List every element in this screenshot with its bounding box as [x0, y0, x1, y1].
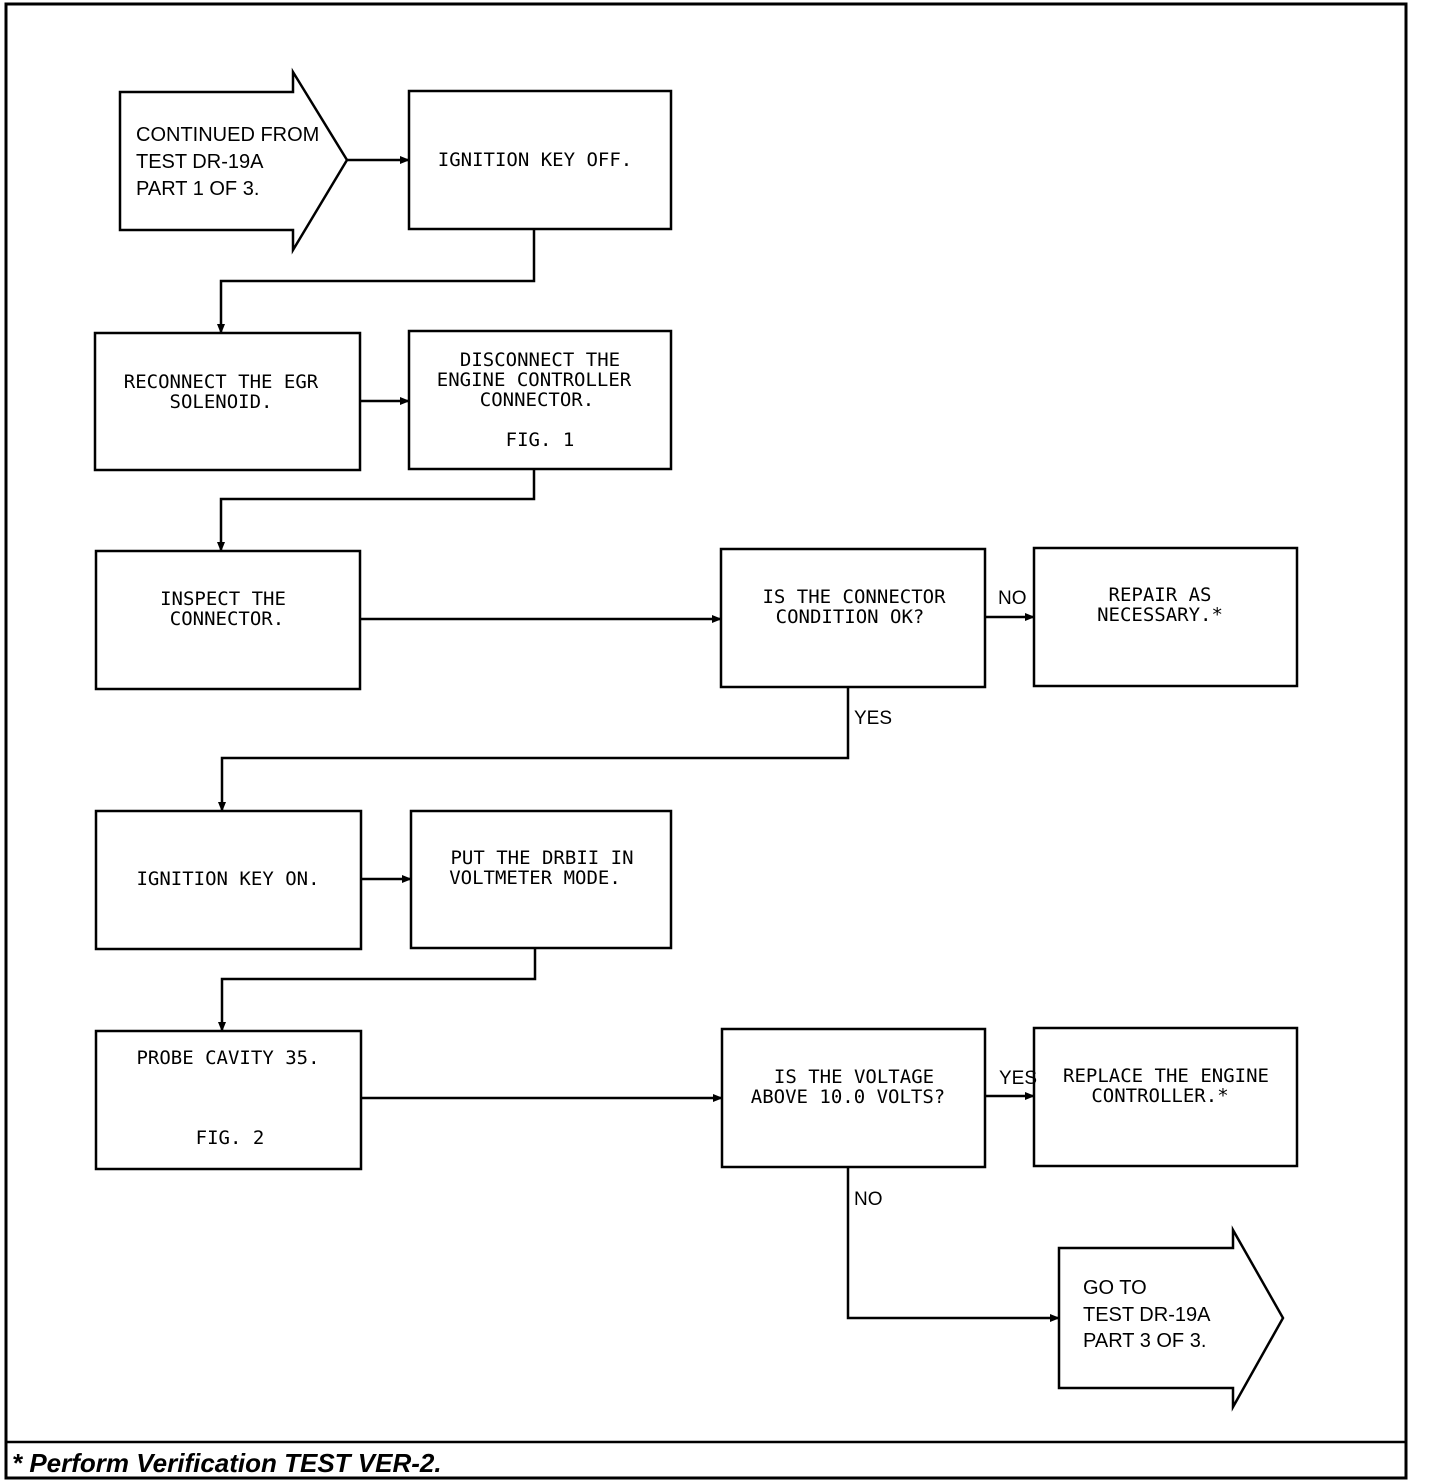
connector-voltmeter-to-probe [218, 948, 537, 1032]
connector-ok-line-1: IS THE CONNECTOR [762, 586, 946, 608]
connectors [217, 156, 1060, 1322]
voltmeter-line-1: PUT THE DRBII IN [450, 847, 633, 869]
voltage-line-2: ABOVE 10.0 VOLTS? [751, 1086, 945, 1108]
label-no-repair: NO [998, 588, 1027, 609]
end-arrow-line-3: PART 3 OF 3. [1083, 1330, 1206, 1352]
connector-ignition-off-to-reconnect [217, 229, 536, 334]
disconnect-line-3: CONNECTOR. [480, 389, 594, 411]
voltage-decision: IS THE VOLTAGE ABOVE 10.0 VOLTS? [720, 1027, 987, 1169]
inspect-line-2: CONNECTOR. [170, 608, 284, 630]
inspect-connector-box: INSPECT THE CONNECTOR. [94, 549, 362, 691]
disconnect-controller-box: DISCONNECT THE ENGINE CONTROLLER CONNECT… [407, 329, 673, 471]
connector-no-to-end [846, 1167, 1060, 1322]
label-yes-replace: YES [999, 1068, 1037, 1089]
voltage-line-1: IS THE VOLTAGE [774, 1066, 934, 1088]
repair-box: REPAIR AS NECESSARY.* [1032, 546, 1299, 688]
replace-controller-box: REPLACE THE ENGINE CONTROLLER.* [1032, 1026, 1299, 1168]
voltmeter-mode-box: PUT THE DRBII IN VOLTMETER MODE. [409, 809, 673, 950]
start-arrow-line-2: TEST DR-19A [136, 151, 264, 173]
label-no-voltage: NO [854, 1189, 883, 1210]
end-arrow-line-2: TEST DR-19A [1083, 1304, 1211, 1326]
start-arrow-line-1: CONTINUED FROM [136, 124, 319, 146]
disconnect-line-1: DISCONNECT THE [460, 349, 620, 371]
probe-cavity-text: PROBE CAVITY 35. [136, 1047, 319, 1069]
label-yes-connector: YES [854, 708, 892, 729]
replace-line-1: REPLACE THE ENGINE [1063, 1065, 1269, 1087]
reconnect-egr-box: RECONNECT THE EGR SOLENOID. [93, 331, 362, 472]
ignition-on-text: IGNITION KEY ON. [136, 868, 319, 890]
ignition-on-box: IGNITION KEY ON. [94, 809, 363, 951]
voltmeter-line-2: VOLTMETER MODE. [449, 867, 621, 889]
start-arrow-line-3: PART 1 OF 3. [136, 178, 259, 200]
end-arrow-line-1: GO TO [1083, 1277, 1147, 1299]
reconnect-egr-line-2: SOLENOID. [170, 391, 273, 413]
ignition-off-text: IGNITION KEY OFF. [438, 149, 632, 171]
connector-disconnect-to-inspect [217, 469, 536, 552]
page-border [4, 2, 1408, 1480]
repair-line-2: NECESSARY.* [1097, 604, 1223, 626]
reconnect-egr-line-1: RECONNECT THE EGR [124, 371, 319, 393]
disconnect-fig: FIG. 1 [506, 429, 575, 451]
probe-cavity-fig: FIG. 2 [196, 1127, 265, 1149]
disconnect-line-2: ENGINE CONTROLLER [437, 369, 632, 391]
connector-yes-to-ignition-on [218, 687, 850, 812]
repair-line-1: REPAIR AS [1109, 584, 1212, 606]
end-arrow: GO TO TEST DR-19A PART 3 OF 3. [1057, 1225, 1285, 1412]
ignition-off-box: IGNITION KEY OFF. [407, 89, 673, 231]
start-arrow: CONTINUED FROM TEST DR-19A PART 1 OF 3. [118, 67, 349, 255]
replace-line-2: CONTROLLER.* [1091, 1085, 1228, 1107]
inspect-line-1: INSPECT THE [160, 588, 286, 610]
probe-cavity-box: PROBE CAVITY 35. FIG. 2 [94, 1029, 363, 1171]
connector-ok-line-2: CONDITION OK? [776, 606, 925, 628]
connector-ok-decision: IS THE CONNECTOR CONDITION OK? [719, 547, 987, 689]
footer-note: * Perform Verification TEST VER-2. [12, 1448, 442, 1478]
